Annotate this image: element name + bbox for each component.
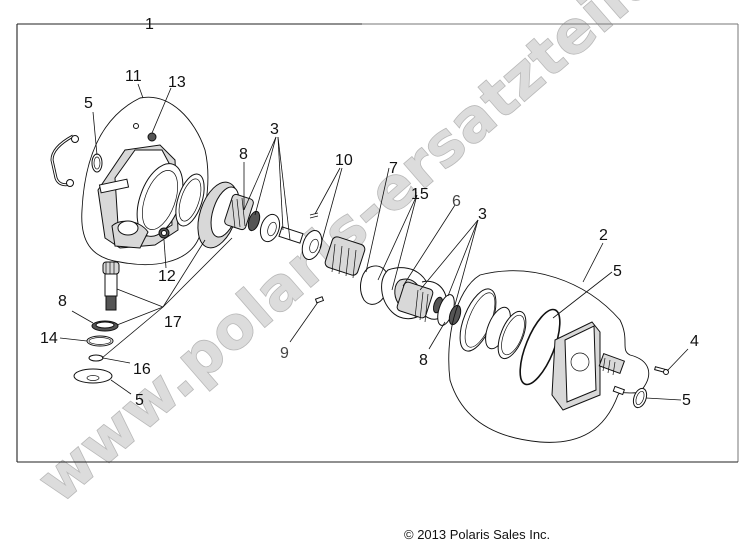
leader-lines (59, 83, 689, 401)
callout-3-front: 3 (270, 121, 279, 138)
callout-13: 13 (168, 74, 186, 91)
callout-1: 1 (145, 16, 154, 33)
rear-cover-group (448, 270, 669, 443)
callout-5-oring: 5 (613, 263, 622, 280)
callout-3-rear: 3 (478, 206, 487, 223)
callout-12: 12 (158, 268, 176, 285)
pinion-stack (73, 261, 120, 384)
diagram-frame (16, 23, 739, 463)
callout-15: 15 (411, 186, 429, 203)
callout-4: 4 (690, 333, 699, 350)
fitting-icon (71, 135, 79, 143)
callout-11: 11 (125, 68, 142, 85)
callout-8-pinion: 8 (58, 293, 67, 310)
callout-5-washer: 5 (135, 392, 144, 409)
callout-8-front: 8 (239, 146, 248, 163)
callout-9: 9 (280, 345, 289, 362)
callout-8-rear: 8 (419, 352, 428, 369)
callout-5-housing: 5 (84, 95, 93, 112)
callout-2: 2 (599, 227, 608, 244)
gear-train (197, 181, 462, 326)
callout-6: 6 (452, 193, 461, 210)
callout-labels: 1 11 13 5 3 8 10 7 15 6 3 2 5 12 8 17 14… (40, 16, 699, 409)
copyright-notice: © 2013 Polaris Sales Inc. (404, 527, 551, 542)
front-housing-group (50, 96, 209, 265)
callout-10: 10 (335, 152, 353, 169)
callout-16: 16 (133, 361, 151, 378)
callout-17: 17 (164, 314, 182, 331)
callout-14: 14 (40, 330, 58, 347)
callout-5-rear-seal: 5 (682, 392, 691, 409)
callout-7: 7 (389, 160, 398, 177)
